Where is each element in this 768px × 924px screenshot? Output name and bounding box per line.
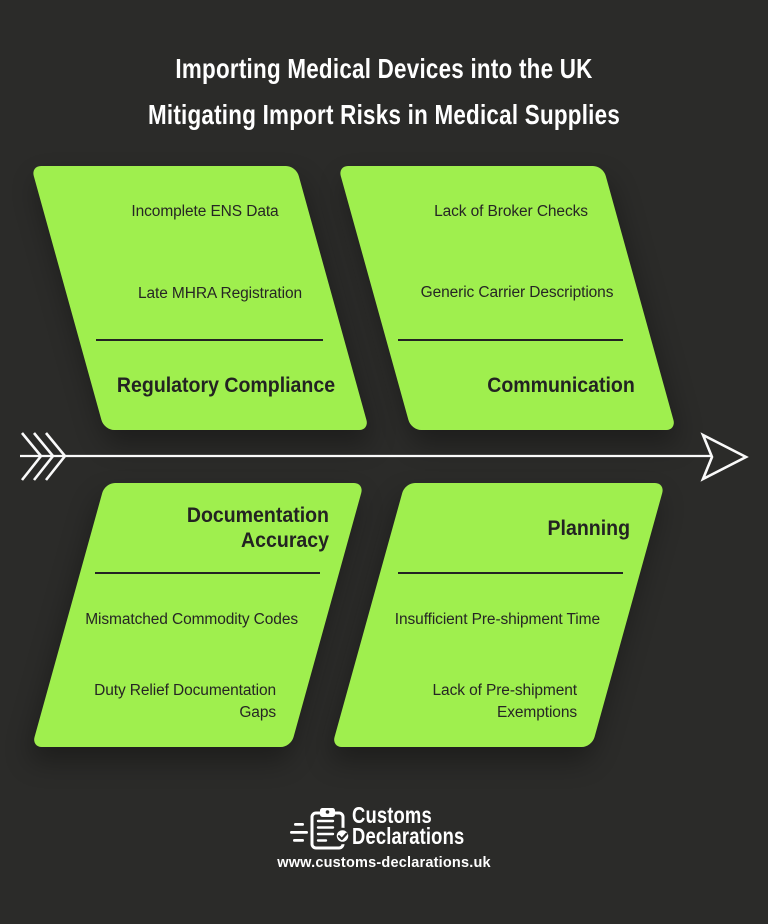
category-label: Documentation Accuracy xyxy=(186,504,329,552)
brand-line-1: Customs xyxy=(352,802,432,828)
title-line-2: Mitigating Import Risks in Medical Suppl… xyxy=(147,99,621,130)
cause-text: Lack of Broker Checks xyxy=(434,203,588,220)
cause-text: Lack of Pre-shipment Exemptions xyxy=(432,682,578,721)
category-label: Planning xyxy=(547,517,630,540)
cause-text: Insufficient Pre-shipment Time xyxy=(394,611,600,628)
cause-text: Incomplete ENS Data xyxy=(131,203,279,220)
category-divider xyxy=(398,572,623,574)
brand-wordmark: Customs Declarations xyxy=(352,802,465,849)
category-divider xyxy=(96,339,323,341)
category-divider xyxy=(95,572,320,574)
category-label: Regulatory Compliance xyxy=(116,374,336,397)
category-label: Communication xyxy=(487,374,635,397)
cause-text: Mismatched Commodity Codes xyxy=(85,611,298,628)
website-url: www.customs-declarations.uk xyxy=(277,855,491,871)
cause-text: Duty Relief Documentation Gaps xyxy=(94,682,276,721)
title-line-1: Importing Medical Devices into the UK xyxy=(175,53,593,84)
clipboard-check-icon xyxy=(290,808,351,850)
arrow-right-icon xyxy=(700,432,749,482)
cause-text: Late MHRA Registration xyxy=(137,285,303,302)
brand-line-2: Declarations xyxy=(352,823,465,849)
fishbone-spine-arrow xyxy=(20,432,749,482)
cause-text: Generic Carrier Descriptions xyxy=(420,284,614,301)
category-divider xyxy=(398,339,623,341)
